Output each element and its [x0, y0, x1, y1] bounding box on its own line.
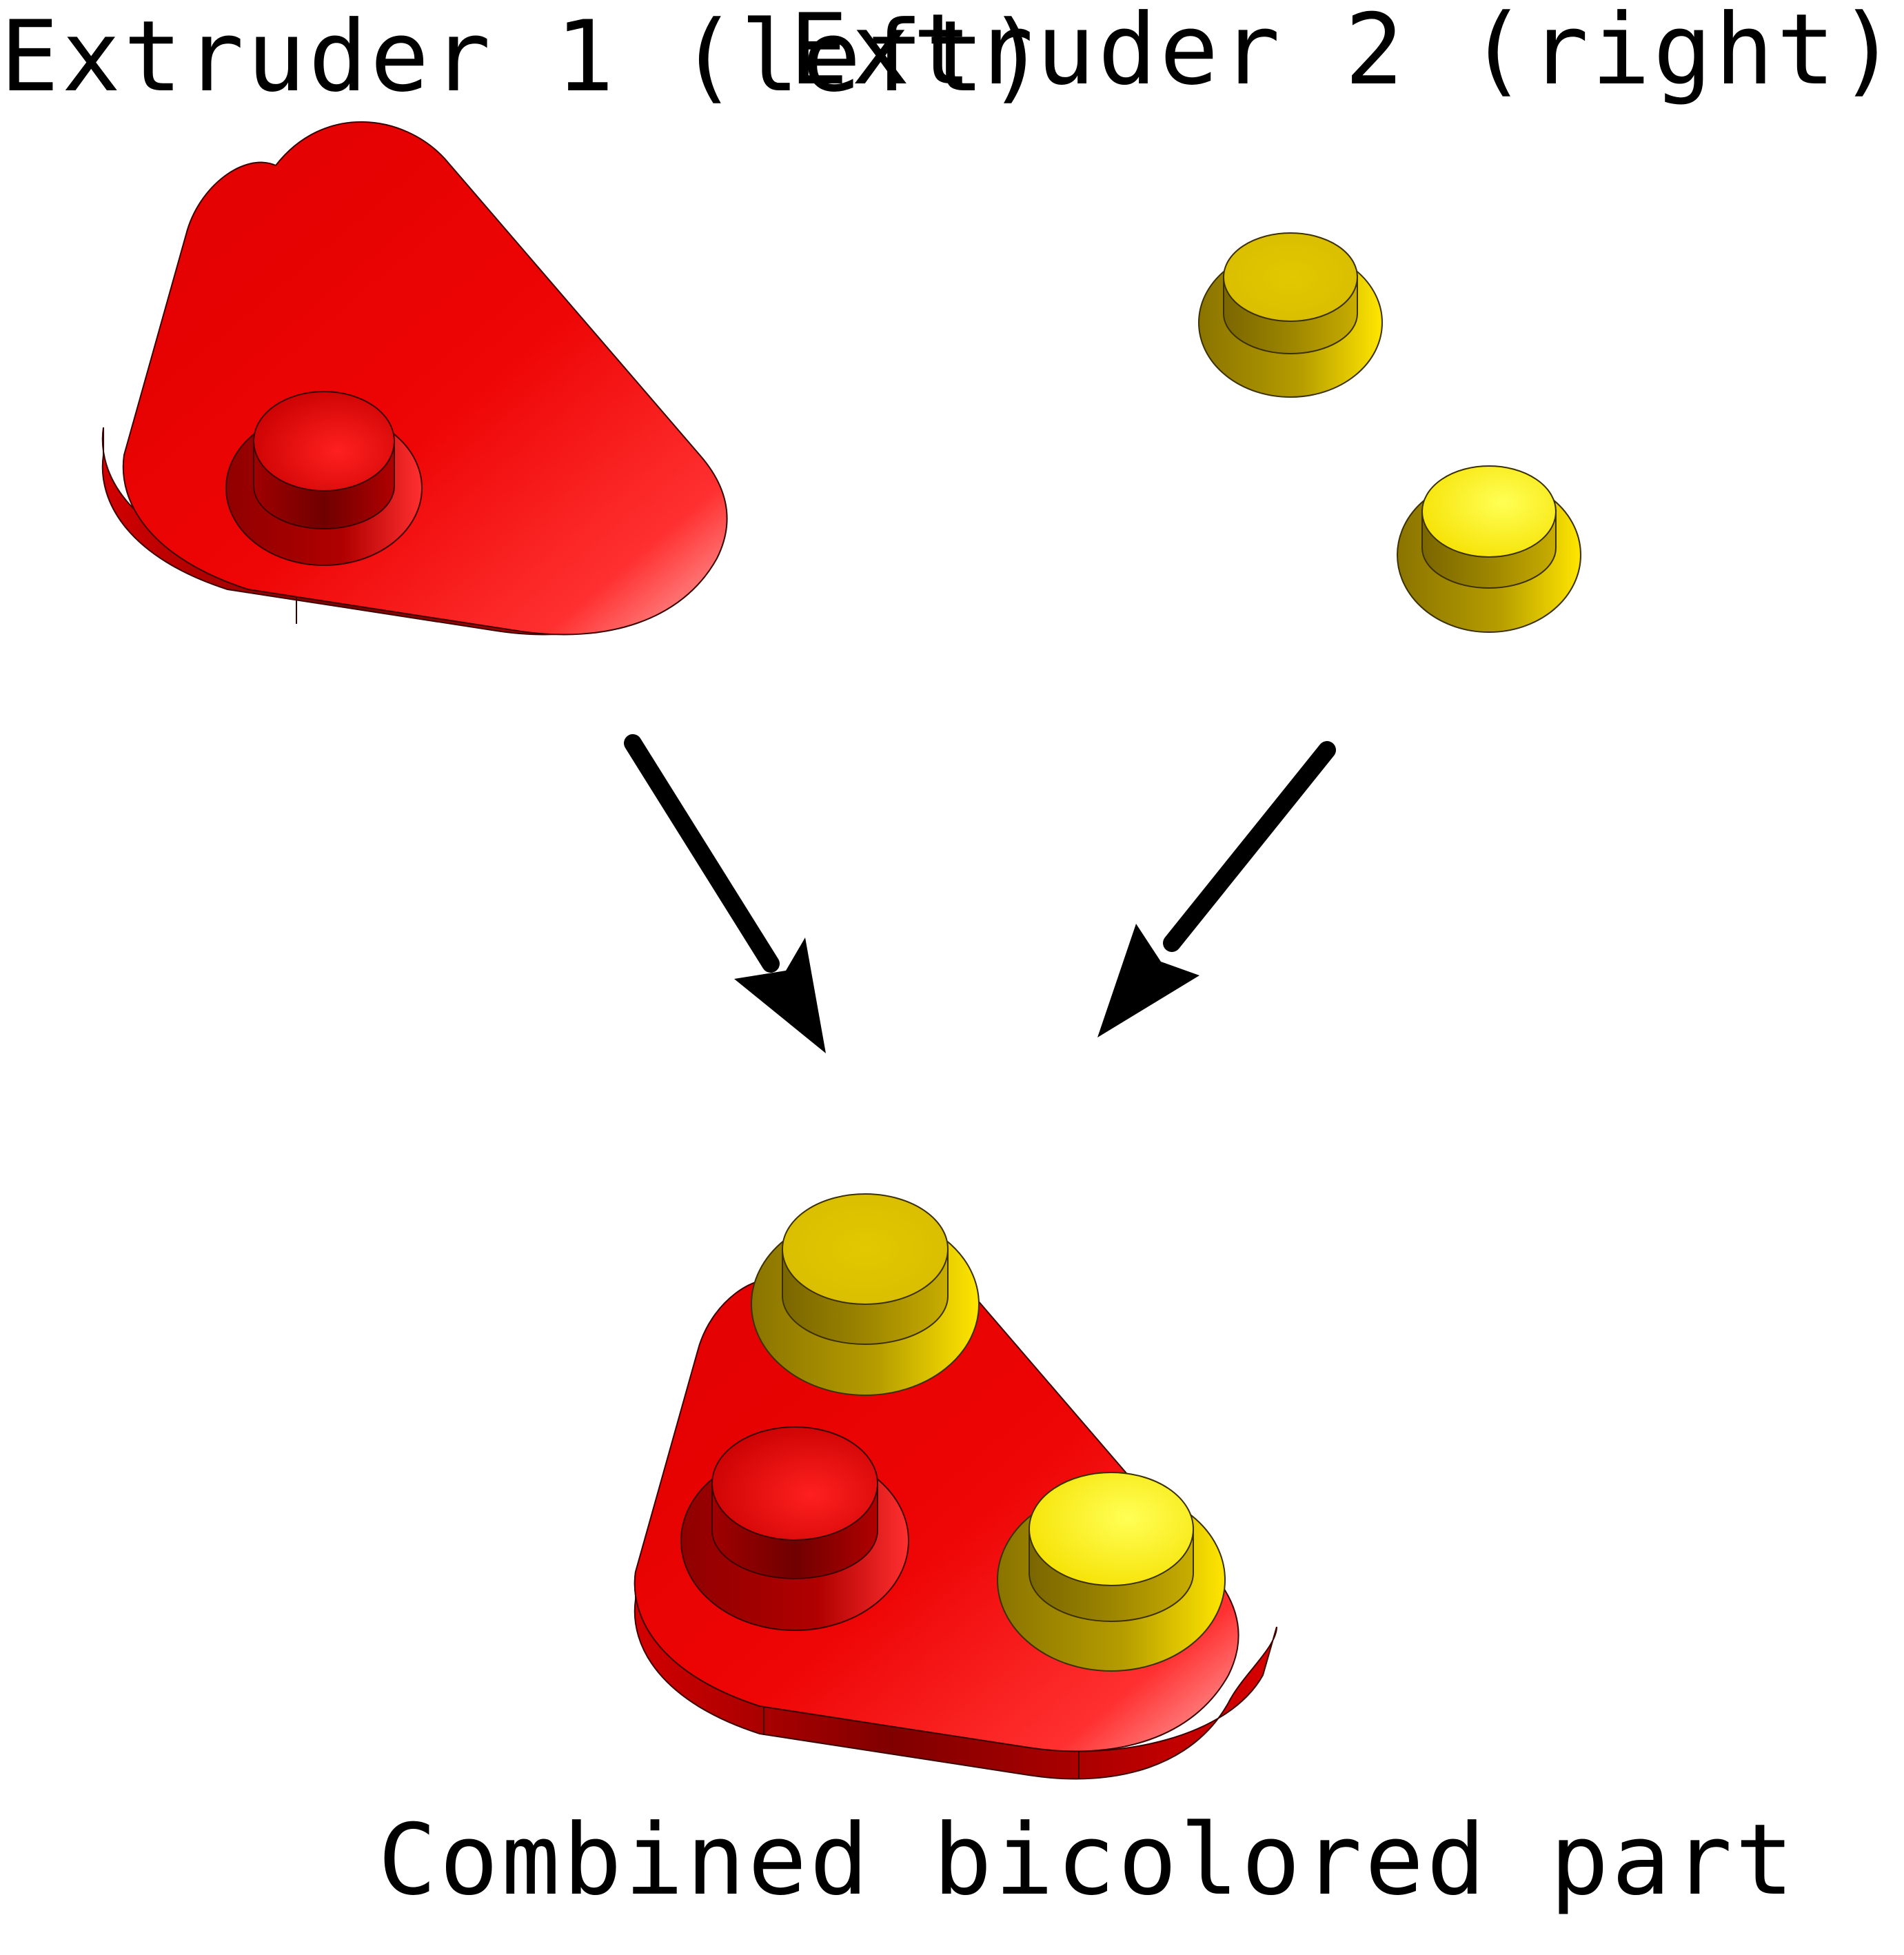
yellow-boss-upper — [1198, 232, 1383, 398]
combined-bicolored-part — [634, 1193, 1277, 1780]
red-plate-part — [101, 121, 728, 636]
combined-part-label: Combined bicolored part — [378, 1803, 1797, 1917]
extruder-2-label: Extruder 2 (right) — [789, 0, 1900, 107]
extruder-1-label: Extruder 1 (left) — [0, 0, 1049, 114]
arrow-left — [624, 734, 826, 1053]
yellow-boss-lower — [1397, 465, 1581, 633]
arrow-right — [1097, 741, 1336, 1037]
